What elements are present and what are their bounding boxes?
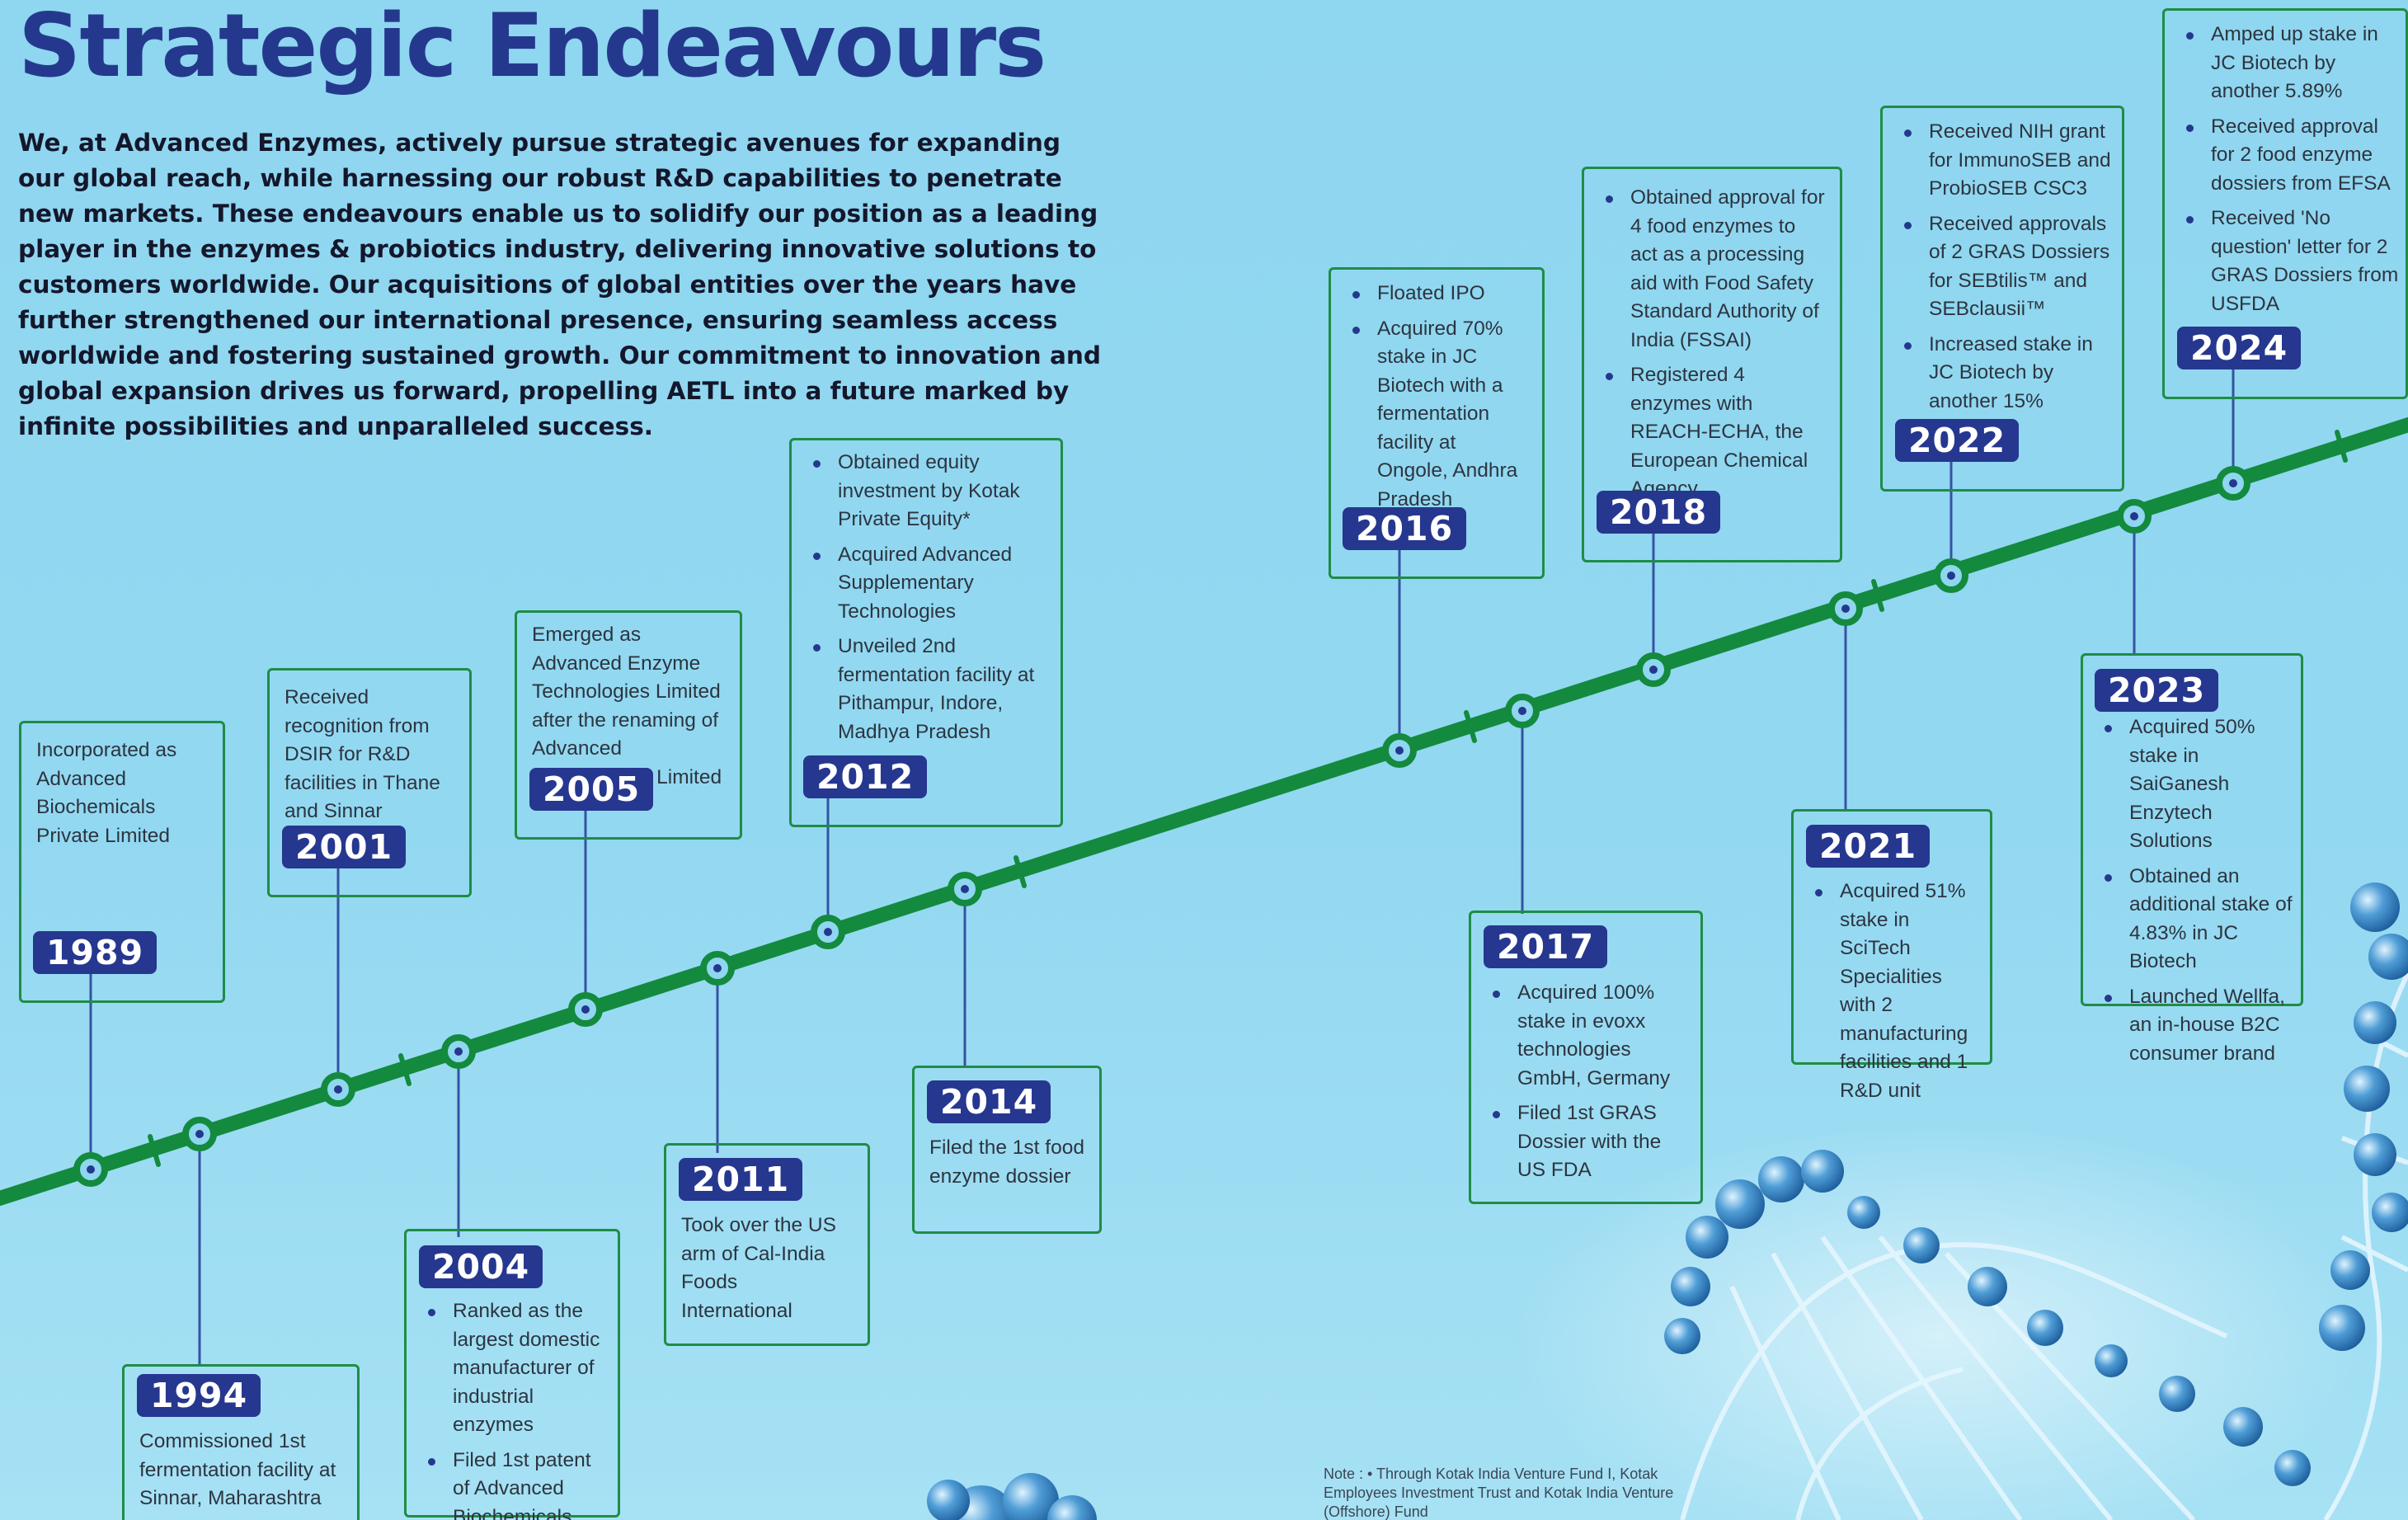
milestone-2023-card: Acquired 50% stake in SaiGanesh Enzytech… [2081,653,2303,1065]
milestone-2004-item-1: Ranked as the largest domestic manufactu… [421,1297,609,1440]
milestone-2023-item-1: Acquired 50% stake in SaiGanesh Enzytech… [2098,713,2293,856]
milestone-2018-item-2: Registered 4 enzymes with REACH-ECHA, th… [1599,361,1825,504]
milestone-2024-year: 2024 [2177,327,2302,369]
milestone-2024-item-2: Received approval for 2 food enzyme doss… [2180,113,2401,199]
milestone-2017-item-2: Filed 1st GRAS Dossier with the US FDA [1486,1099,1686,1185]
milestone-1989-card: Incorporated as Advanced Biochemicals Pr… [19,721,225,1003]
milestone-1994-card: Commissioned 1st fermentation facility a… [122,1364,360,1520]
milestone-2004-card: Ranked as the largest domestic manufactu… [404,1229,620,1520]
milestone-2001-card: Received recognition from DSIR for R&D f… [267,668,472,897]
milestone-2001-year: 2001 [282,826,407,868]
milestone-2014-card: Filed the 1st food enzyme dossier [912,1066,1102,1234]
milestone-1994-text: Commissioned 1st fermentation facility a… [139,1430,336,1509]
milestone-2022-year: 2022 [1895,419,2020,462]
milestone-2024-item-1: Amped up stake in JC Biotech by another … [2180,21,2401,106]
milestone-2021-year: 2021 [1806,825,1931,868]
milestone-2023-item-3: Launched Wellfa, an in-house B2C consume… [2098,983,2293,1069]
milestone-2022-item-1: Received NIH grant for ImmunoSEB and Pro… [1898,118,2114,204]
intro-paragraph: We, at Advanced Enzymes, actively pursue… [18,129,1101,440]
milestone-2022-item-2: Received approvals of 2 GRAS Dossiers fo… [1898,210,2114,324]
milestone-2016-item-1: Floated IPO [1346,280,1527,308]
milestone-2014-year: 2014 [927,1080,1051,1123]
milestone-2012-card: Obtained equity investment by Kotak Priv… [789,438,1063,827]
milestone-2024-item-3: Received 'No question' letter for 2 GRAS… [2180,205,2401,318]
milestone-2005-text: Emerged as Advanced Enzyme Technologies … [532,624,722,788]
milestone-2004-item-2: Filed 1st patent of Advanced Biochemical… [421,1447,609,1520]
milestone-2017-card: Acquired 100% stake in evoxx technologie… [1469,911,1703,1204]
milestone-2021-card: Acquired 51% stake in SciTech Specialiti… [1791,809,1992,1102]
milestone-2001-text: Received recognition from DSIR for R&D f… [285,686,440,822]
milestone-2018-card: Obtained approval for 4 food enzymes to … [1582,167,1842,562]
milestone-2016-card: Floated IPO Acquired 70% stake in JC Bio… [1329,267,1545,579]
milestone-2014-text: Filed the 1st food enzyme dossier [929,1136,1084,1188]
milestone-2017-item-1: Acquired 100% stake in evoxx technologie… [1486,979,1686,1093]
milestone-2022-item-3: Increased stake in JC Biotech by another… [1898,331,2114,416]
milestone-2011-text: Took over the US arm of Cal-India Foods … [681,1214,836,1322]
timeline-ticks [148,430,2348,1167]
timeline-connectors [89,363,2235,1364]
milestone-2016-year: 2016 [1343,507,1467,550]
timeline-line [0,416,2408,1207]
milestone-2005-year: 2005 [529,768,654,811]
milestone-2016-item-2: Acquired 70% stake in JC Biotech with a … [1346,315,1527,515]
milestone-2011-card: Took over the US arm of Cal-India Foods … [664,1143,870,1346]
milestone-2011-year: 2011 [679,1158,803,1201]
milestone-2024-card: Amped up stake in JC Biotech by another … [2162,8,2408,399]
milestone-2022-card: Received NIH grant for ImmunoSEB and Pro… [1880,106,2124,492]
milestone-2012-item-2: Acquired Advanced Supplementary Technolo… [807,541,1046,627]
milestone-2018-year: 2018 [1597,491,1721,534]
milestone-2004-year: 2004 [419,1245,543,1288]
milestone-2012-item-3: Unveiled 2nd fermentation facility at Pi… [807,633,1046,746]
milestone-2012-item-1: Obtained equity investment by Kotak Priv… [807,449,1046,534]
footnote: Note : • Through Kotak India Venture Fun… [1324,1466,1674,1520]
milestone-2017-year: 2017 [1484,925,1608,968]
milestone-1989-text: Incorporated as Advanced Biochemicals Pr… [36,739,177,847]
milestone-2018-item-1: Obtained approval for 4 food enzymes to … [1599,184,1825,355]
milestone-2023-year: 2023 [2095,669,2219,712]
milestone-1989-year: 1989 [33,931,158,974]
milestone-2023-item-2: Obtained an additional stake of 4.83% in… [2098,863,2293,976]
milestone-2012-year: 2012 [803,755,928,798]
milestone-2021-item-1: Acquired 51% stake in SciTech Specialiti… [1808,878,1983,1105]
page-title: Strategic Endeavours [18,0,1046,96]
milestone-1994-year: 1994 [137,1374,261,1417]
